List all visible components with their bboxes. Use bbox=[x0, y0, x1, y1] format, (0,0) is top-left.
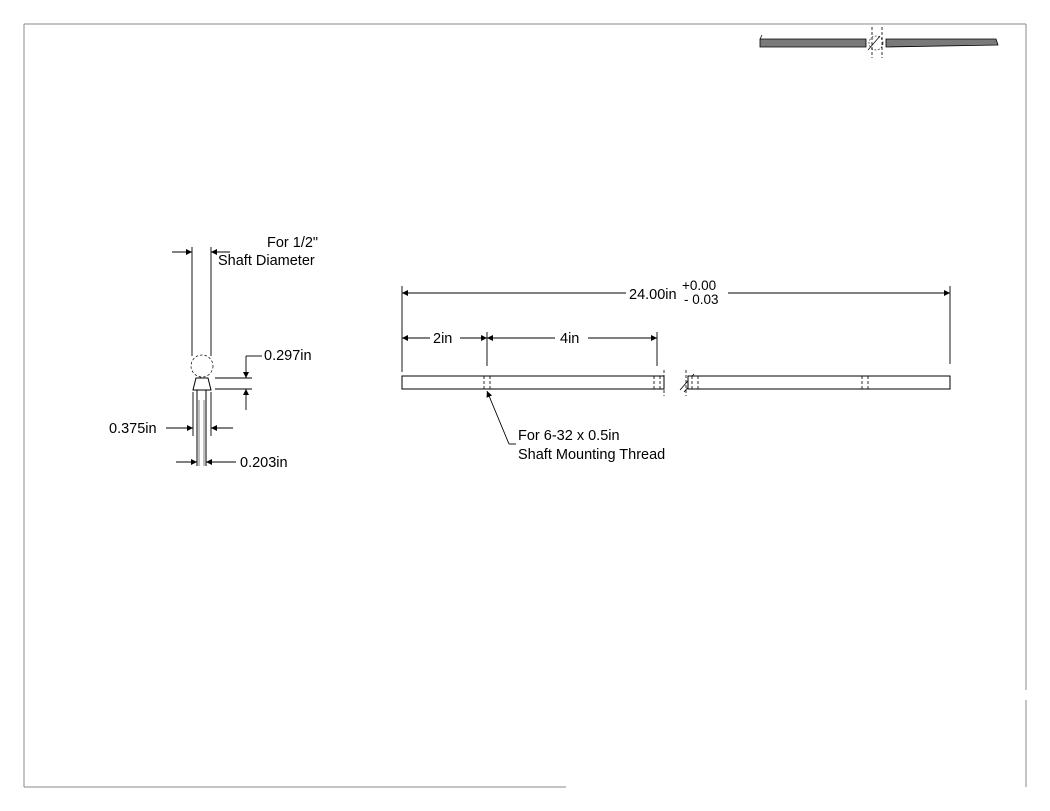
side-view bbox=[401, 286, 951, 445]
thread-note-line1: For 6-32 x 0.5in bbox=[518, 428, 620, 444]
dim-height-label: 0.297in bbox=[264, 348, 312, 364]
bar-left-segment bbox=[401, 375, 665, 390]
hidden-hole bbox=[483, 376, 491, 389]
shaft-note-line1: For 1/2" bbox=[267, 235, 318, 251]
shaft-hidden-circle bbox=[190, 354, 214, 378]
dim-hole-spacing-label: 4in bbox=[560, 331, 579, 347]
thread-note-line2: Shaft Mounting Thread bbox=[518, 447, 665, 463]
isometric-preview bbox=[759, 27, 999, 58]
end-view-profile bbox=[192, 377, 212, 391]
sheet-border bbox=[23, 23, 1027, 788]
dim-first-hole-label: 2in bbox=[433, 331, 452, 347]
dim-width-bottom-label: 0.203in bbox=[240, 455, 288, 471]
bar-right-segment bbox=[687, 375, 951, 390]
dim-width-top-label: 0.375in bbox=[109, 421, 157, 437]
tolerance-plus-label: +0.00 bbox=[682, 278, 716, 293]
tolerance-minus-label: - 0.03 bbox=[684, 292, 719, 307]
hidden-hole bbox=[861, 376, 869, 389]
hidden-hole bbox=[691, 376, 699, 389]
hidden-hole bbox=[653, 376, 661, 389]
end-view bbox=[166, 247, 262, 466]
overall-length-label: 24.00in bbox=[629, 287, 677, 303]
shaft-note-line2: Shaft Diameter bbox=[218, 253, 315, 269]
